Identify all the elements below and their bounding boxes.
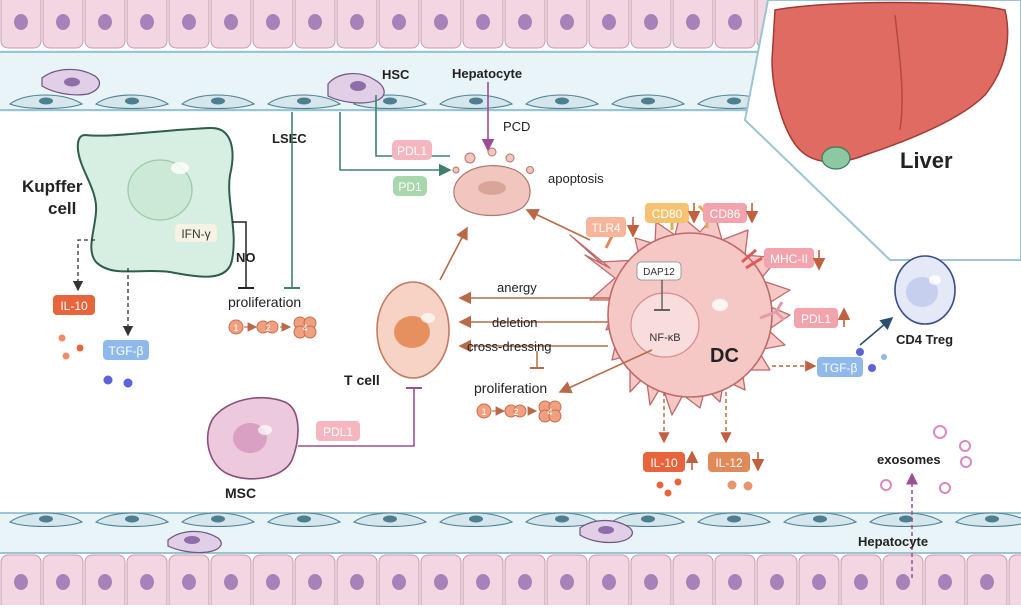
endothelial-row-top (8, 94, 772, 109)
svg-text:1: 1 (233, 323, 238, 333)
dendritic-cell (569, 214, 791, 416)
svg-text:2: 2 (513, 407, 518, 417)
hsc-to-apoptosis-arrow (339, 112, 452, 177)
pdl1-hsc-badge (392, 140, 432, 160)
cd80-label: CD80 (652, 207, 683, 221)
proliferation-chain-top: 1 2 4 (228, 316, 317, 339)
hepatocyte-top-label: Hepatocyte (452, 66, 522, 81)
cd4-treg-label: CD4 Treg (896, 332, 953, 347)
pdl1-msc-badge (316, 421, 360, 441)
no-label: NO (236, 250, 256, 265)
hepatocyte-row-bottom (0, 554, 1021, 610)
proliferation-top-label: proliferation (228, 294, 301, 310)
hepatocyte-cell (1008, 554, 1021, 610)
ifn-badge (175, 224, 217, 242)
svg-text:4: 4 (547, 407, 552, 417)
tgfb-right-badge (817, 357, 863, 377)
dap12-label: DAP12 (643, 267, 675, 278)
lsec-label: LSEC (272, 131, 307, 146)
pdl1-msc-label: PDL1 (323, 425, 353, 439)
tgfb-right-label: TGF-β (823, 361, 858, 375)
il12-badge (708, 452, 750, 472)
cd4-treg-cell (894, 255, 956, 325)
il10-bottom-label: IL-10 (650, 456, 678, 470)
tgfb-left-badge (103, 340, 149, 360)
gallbladder (821, 146, 851, 170)
nfkb-label: NF-κB (649, 332, 680, 344)
dap12-badge (636, 261, 682, 281)
liver-shape (771, 1, 1009, 163)
exosomes-group (880, 425, 972, 494)
anergy-label: anergy (497, 280, 537, 295)
pdl1-dc-label: PDL1 (801, 312, 831, 326)
hsc-label: HSC (382, 67, 410, 82)
il10-left-label: IL-10 (60, 299, 88, 313)
liver-inset: Liver (743, 0, 1021, 261)
kupffer-cell (76, 126, 235, 278)
cd80-badge (645, 203, 689, 223)
kupffer-label-2: cell (48, 199, 76, 218)
svg-text:2: 2 (265, 323, 270, 333)
svg-text:4: 4 (302, 323, 307, 333)
proliferation-mid-label: proliferation (474, 380, 547, 396)
dc-label: DC (710, 345, 739, 367)
exosomes-label: exosomes (877, 452, 941, 467)
pdl1-hsc-label: PDL1 (397, 144, 427, 158)
pcd-label: PCD (503, 119, 530, 134)
il10-bottom-badge (643, 452, 685, 472)
endothelial-row-bottom (8, 512, 1021, 527)
il10-left-badge (53, 295, 95, 315)
kupffer-label-1: Kupffer (22, 177, 83, 196)
t-cell (376, 281, 450, 379)
mhc2-label: MHC-II (770, 252, 808, 266)
stellate-cell-left (41, 68, 101, 96)
stellate-cell-bottom1 (167, 530, 222, 554)
pd1-label: PD1 (398, 180, 422, 194)
hepatocyte-row-top (0, 0, 798, 49)
liver-label: Liver (900, 148, 953, 173)
svg-text:1: 1 (481, 407, 486, 417)
apoptosis-label: apoptosis (548, 171, 604, 186)
tlr4-label: TLR4 (591, 221, 621, 235)
cd86-label: CD86 (710, 207, 741, 221)
cross-dressing-label: cross-dressing (467, 339, 552, 354)
tcell-label: T cell (344, 372, 380, 388)
msc-label: MSC (225, 485, 256, 501)
tlr4-badge (586, 217, 626, 237)
cd86-badge (703, 203, 747, 223)
pd1-badge (393, 176, 427, 196)
mhc2-badge (764, 248, 814, 268)
ifn-label: IFN-γ (181, 227, 210, 241)
tgfb-left-label: TGF-β (109, 344, 144, 358)
deletion-label: deletion (492, 315, 538, 330)
pdl1-dc-badge (794, 308, 838, 328)
msc-cell (206, 396, 299, 480)
il12-label: IL-12 (715, 456, 743, 470)
hepatocyte-bottom-label: Hepatocyte (858, 534, 928, 549)
hsc-cell (327, 73, 385, 104)
stellate-cell-bottom2 (579, 519, 633, 544)
apoptotic-hepatocyte (452, 147, 534, 217)
proliferation-chain-mid: 1 2 4 (476, 400, 562, 423)
